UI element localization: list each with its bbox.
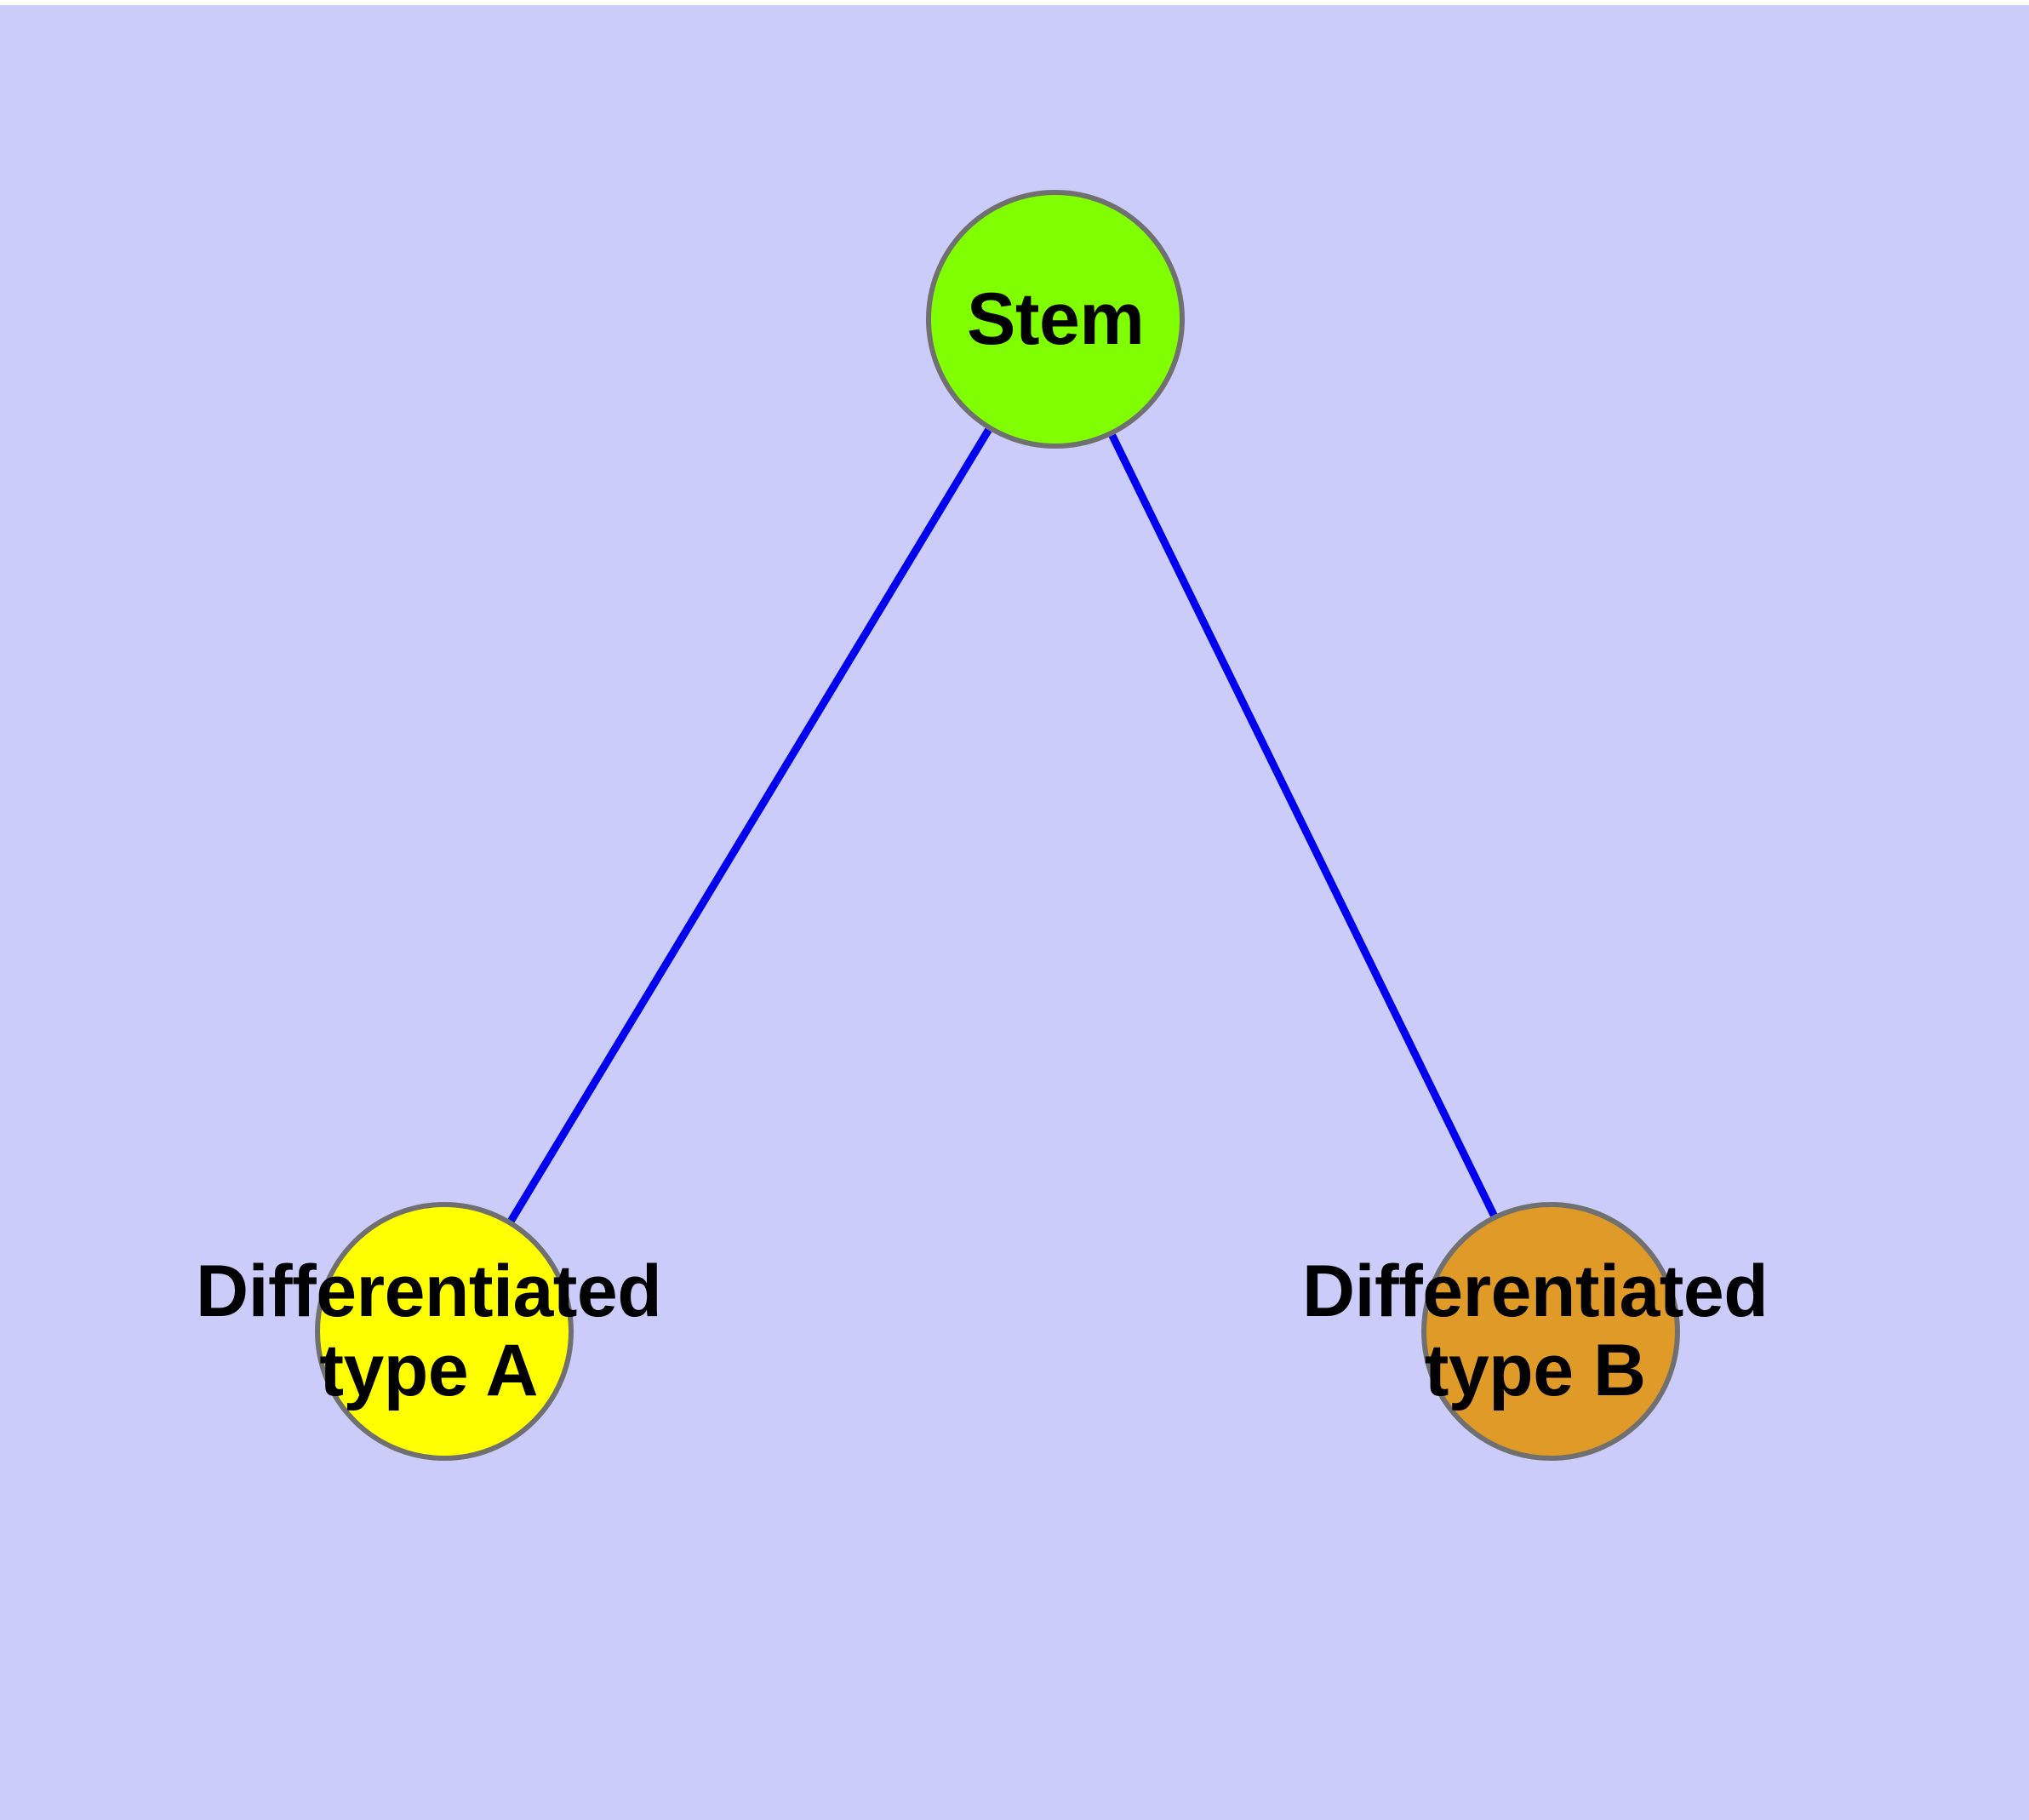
graph-edge-stem-diff_a	[507, 427, 992, 1223]
edge-layer	[507, 427, 1498, 1223]
graph-node-stem[interactable]	[926, 190, 1185, 449]
graph-node-diff_a[interactable]	[315, 1202, 574, 1461]
graph-node-diff_b[interactable]	[1421, 1202, 1680, 1461]
graph-edge-stem-diff_b	[1108, 433, 1498, 1217]
node-layer	[315, 190, 1680, 1461]
